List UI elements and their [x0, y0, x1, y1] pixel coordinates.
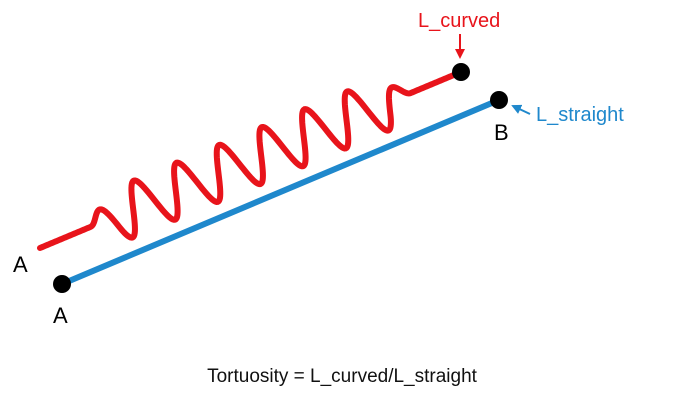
- straight-start-label: A: [53, 303, 68, 328]
- straight-path-line: [59, 97, 502, 287]
- curved-path-line: [37, 69, 464, 251]
- curved-start-label: A: [13, 252, 28, 277]
- curved-length-label: L_curved: [418, 10, 500, 32]
- straight-label-arrow: [511, 104, 531, 115]
- straight-start-point: [53, 275, 71, 293]
- straight-end-point: [490, 91, 508, 109]
- straight-length-label: L_straight: [536, 104, 624, 126]
- tortuosity-formula: Tortuosity = L_curved/L_straight: [207, 366, 478, 387]
- straight-end-label: B: [494, 120, 509, 145]
- curved-end-point: [452, 63, 470, 81]
